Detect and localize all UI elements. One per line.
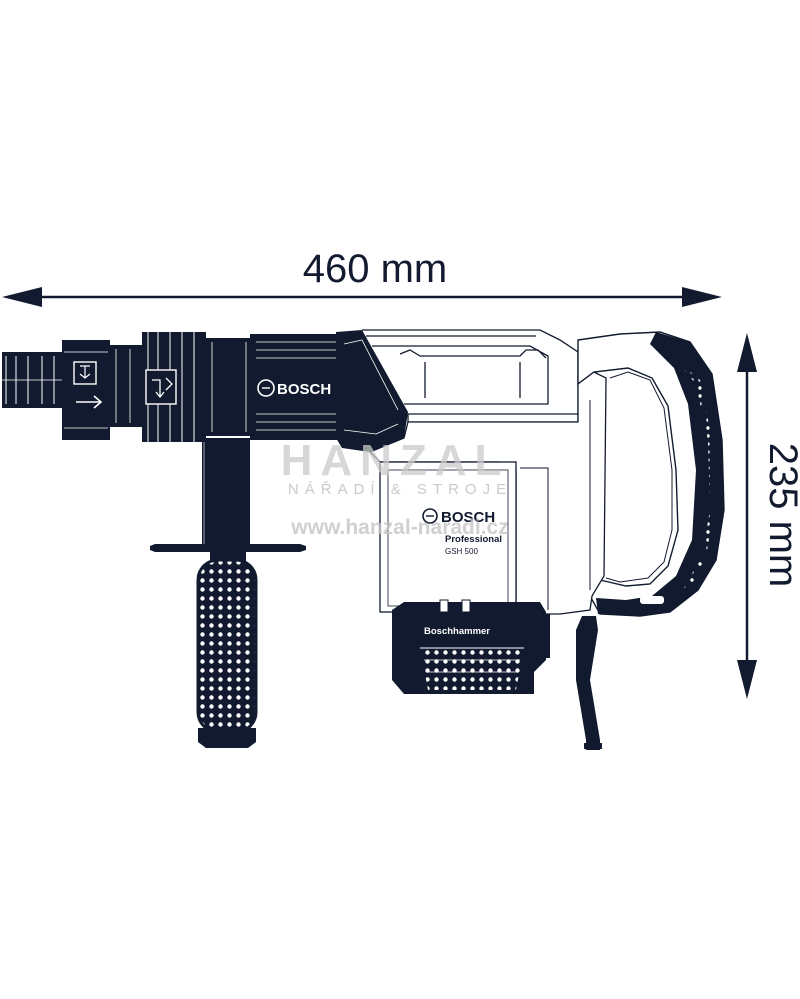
watermark-name: HANZAL	[281, 436, 510, 485]
locking-collar	[142, 332, 206, 442]
width-dimension-label: 460 mm	[303, 247, 448, 291]
model-label: GSH 500	[445, 547, 478, 556]
watermark-url: www.hanzal-naradi.cz	[290, 516, 508, 539]
base-block: Boschhammer	[392, 599, 550, 694]
motor-body: BOSCH Professional GSH 500	[368, 371, 607, 615]
motor-brand-label: BOSCH	[441, 509, 495, 526]
bosch-logo-icon	[257, 379, 275, 397]
rear-handle-grip	[676, 360, 714, 588]
power-cord	[576, 616, 602, 750]
width-arrow-right	[682, 287, 722, 307]
side-handle-grip	[198, 560, 256, 732]
base-label: Boschhammer	[424, 626, 490, 637]
width-dimension: 460 mm	[2, 247, 722, 307]
gear-head	[336, 330, 408, 452]
height-dimension-label: 235 mm	[761, 443, 800, 588]
front-housing: BOSCH	[206, 334, 342, 440]
housing-brand-label: BOSCH	[277, 381, 331, 398]
height-dimension: 235 mm	[737, 333, 800, 699]
watermark: HANZAL NÁŘADÍ & STROJE www.hanzal-naradi…	[281, 436, 512, 539]
watermark-tagline: NÁŘADÍ & STROJE	[288, 481, 512, 498]
side-handle	[150, 438, 306, 748]
tool-holder	[2, 340, 142, 440]
width-arrow-left	[2, 287, 42, 307]
series-label: Professional	[445, 534, 502, 545]
rear-handle	[577, 331, 725, 617]
label-bosch-logo-icon	[422, 508, 438, 524]
height-arrow-bottom	[737, 660, 757, 699]
height-arrow-top	[737, 333, 757, 372]
demolition-hammer: BOSCH	[2, 329, 725, 750]
arrow-icon	[76, 395, 103, 409]
